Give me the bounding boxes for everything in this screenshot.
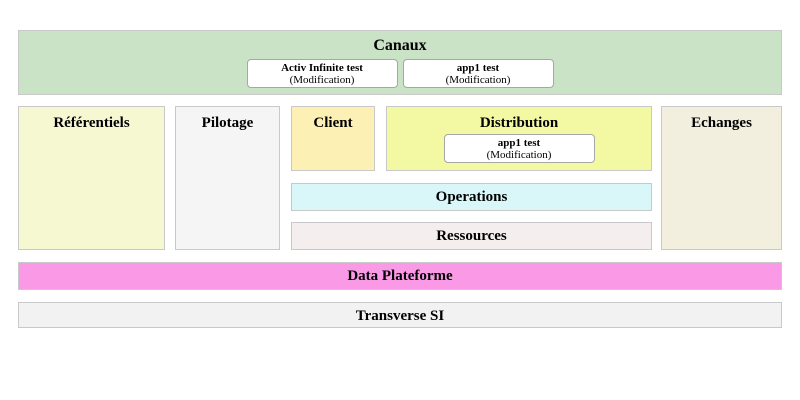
zone-client: Client	[291, 106, 375, 171]
zone-echanges-title: Echanges	[691, 115, 752, 131]
app-card-activ-infinite-test[interactable]: Activ Infinite test (Modification)	[246, 59, 398, 89]
distribution-card-row: app1 test (Modification)	[387, 134, 651, 163]
zone-transverse-si: Transverse SI	[18, 302, 782, 328]
zone-ressources: Ressources	[291, 222, 652, 250]
zone-echanges: Echanges	[661, 106, 782, 250]
zone-pilotage-title: Pilotage	[201, 115, 254, 131]
app-card-app1-test-canaux[interactable]: app1 test (Modification)	[402, 59, 554, 89]
app-card-name: Activ Infinite test	[281, 62, 363, 75]
zone-data-plateforme: Data Plateforme	[18, 262, 782, 290]
zone-data-plateforme-title: Data Plateforme	[347, 268, 453, 284]
zone-operations-title: Operations	[435, 189, 508, 205]
zone-distribution-title: Distribution	[479, 115, 559, 131]
zone-pilotage: Pilotage	[175, 106, 280, 250]
zone-referentiels-title: Référentiels	[53, 115, 130, 131]
zone-distribution: Distribution app1 test (Modification)	[386, 106, 652, 171]
zone-canaux-title: Canaux	[373, 37, 427, 54]
zone-referentiels: Référentiels	[18, 106, 165, 250]
app-card-status: (Modification)	[289, 74, 355, 87]
app-card-app1-test-distribution[interactable]: app1 test (Modification)	[443, 134, 595, 163]
app-card-name: app1 test	[497, 137, 541, 149]
zone-client-title: Client	[313, 115, 353, 131]
zone-canaux: Canaux Activ Infinite test (Modification…	[18, 30, 782, 95]
zone-ressources-title: Ressources	[436, 228, 507, 244]
app-card-status: (Modification)	[486, 149, 552, 161]
canaux-card-row: Activ Infinite test (Modification) app1 …	[19, 59, 781, 89]
zone-operations: Operations	[291, 183, 652, 211]
app-card-name: app1 test	[456, 62, 500, 75]
zone-transverse-si-title: Transverse SI	[355, 308, 445, 324]
app-card-status: (Modification)	[445, 74, 511, 87]
